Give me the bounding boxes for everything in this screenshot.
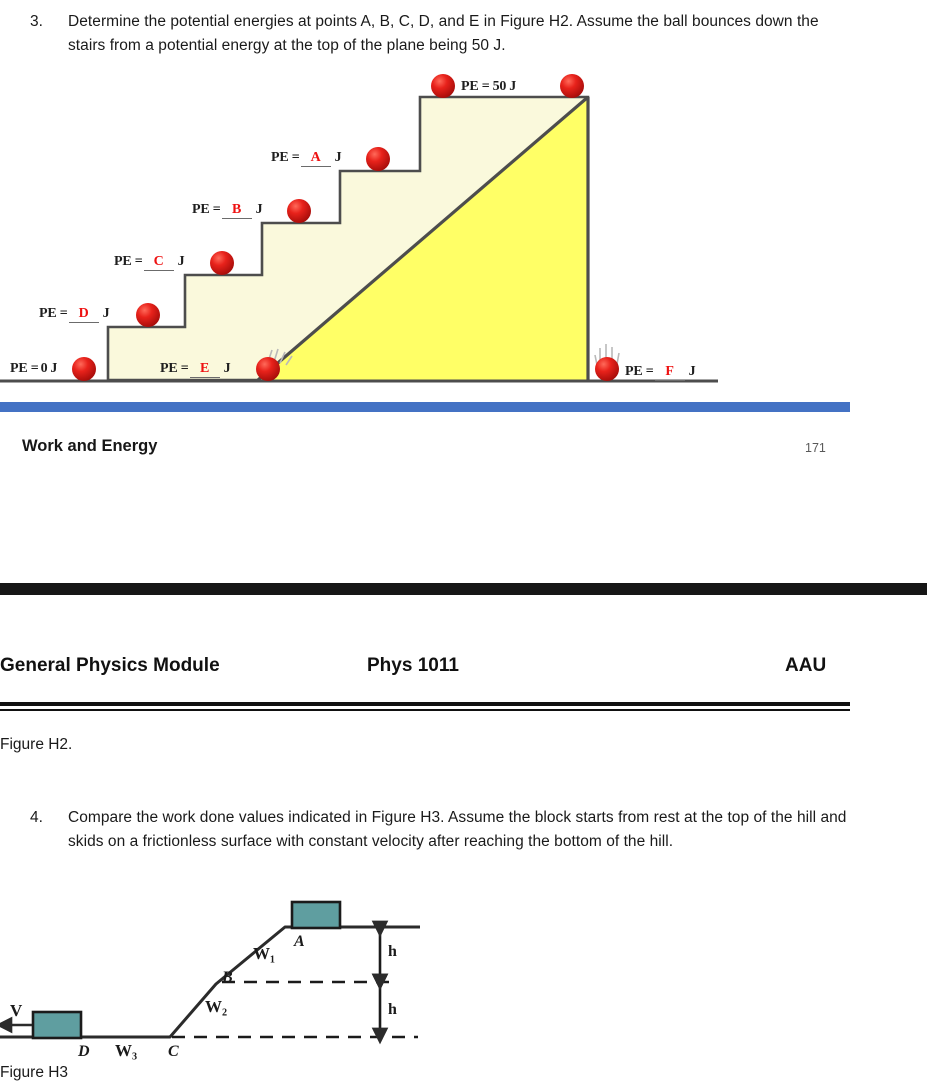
ball-ground-left xyxy=(72,357,96,381)
height-label-upper: h xyxy=(388,943,397,960)
pe-label-c-prefix: PE = xyxy=(114,254,143,269)
pe-label-b-unit: J xyxy=(255,202,263,217)
pe-label-a-unit: J xyxy=(334,150,342,165)
ball-step-a xyxy=(366,147,390,171)
page-break-divider xyxy=(0,583,927,595)
question-3-text: Determine the potential energies at poin… xyxy=(68,13,819,54)
header-institution: AAU xyxy=(785,655,827,676)
height-label-lower: h xyxy=(388,1001,397,1018)
header-course-code: Phys 1011 xyxy=(367,655,459,676)
pe-label-b-prefix: PE = xyxy=(192,202,221,217)
pe-label-d-prefix: PE = xyxy=(39,306,68,321)
block-top xyxy=(290,900,342,930)
point-label-d: D xyxy=(77,1043,90,1060)
point-label-c: C xyxy=(168,1043,179,1060)
header-rule-thick xyxy=(0,702,850,706)
pe-label-top-value: 50 xyxy=(492,79,507,94)
pe-blank-c[interactable]: C xyxy=(143,254,174,271)
work-label-w2: W₂ xyxy=(205,997,227,1016)
figure-h2-caption: Figure H2. xyxy=(0,736,73,753)
pe-blank-a[interactable]: A xyxy=(300,150,331,167)
pe-label-f-unit: J xyxy=(688,364,696,379)
header-module-title: General Physics Module xyxy=(0,655,220,676)
ball-step-b xyxy=(287,199,311,223)
point-label-b: B xyxy=(221,969,233,986)
velocity-label: V xyxy=(10,1001,23,1020)
page-header: General Physics Module Phys 1011 AAU xyxy=(0,655,850,693)
pe-blank-d[interactable]: D xyxy=(68,306,99,323)
pe-label-f-prefix: PE = xyxy=(625,364,654,379)
pe-label-e-prefix: PE = xyxy=(160,361,189,376)
ball-top-left xyxy=(431,74,455,98)
pe-label-d-unit: J xyxy=(102,306,110,321)
ball-step-d xyxy=(136,303,160,327)
ball-step-e xyxy=(256,357,280,381)
point-label-a: A xyxy=(293,933,305,950)
ball-group xyxy=(72,74,619,381)
pe-label-top-unit: J xyxy=(509,79,516,94)
block-bottom xyxy=(31,1010,83,1040)
pe-label-ground-prefix: PE = xyxy=(10,361,39,376)
ball-top-right xyxy=(560,74,584,98)
pe-label-e-unit: J xyxy=(223,361,231,376)
ball-step-f xyxy=(595,357,619,381)
work-label-w1: W₁ xyxy=(253,944,275,963)
ball-step-c xyxy=(210,251,234,275)
pe-blank-e[interactable]: E xyxy=(189,361,220,378)
footer-title: Work and Energy xyxy=(22,437,158,455)
figure-h3-caption: Figure H3 xyxy=(0,1064,69,1081)
question-4: 4. Compare the work done values indicate… xyxy=(30,806,875,854)
pe-label-c-unit: J xyxy=(177,254,185,269)
pe-label-ground-value: 0 xyxy=(40,361,48,376)
header-rule-thin xyxy=(0,709,850,711)
question-4-text: Compare the work done values indicated i… xyxy=(68,809,847,850)
footer-blue-rule xyxy=(0,402,850,412)
pe-blank-f[interactable]: F xyxy=(654,364,685,381)
ramp-incline-line xyxy=(256,95,590,382)
pe-label-ground-unit: J xyxy=(50,361,58,376)
figure-h3-hill: V h h A B C D W₁ W₂ W₃ xyxy=(0,884,470,1064)
question-4-number: 4. xyxy=(30,809,43,826)
pe-label-a-prefix: PE = xyxy=(271,150,300,165)
question-3: 3. Determine the potential energies at p… xyxy=(30,10,875,58)
work-label-w3: W₃ xyxy=(115,1041,137,1060)
pe-label-top-prefix: PE = xyxy=(461,79,490,94)
pe-blank-b[interactable]: B xyxy=(221,202,252,219)
question-3-number: 3. xyxy=(30,13,43,30)
footer-page-number: 171 xyxy=(805,441,826,455)
